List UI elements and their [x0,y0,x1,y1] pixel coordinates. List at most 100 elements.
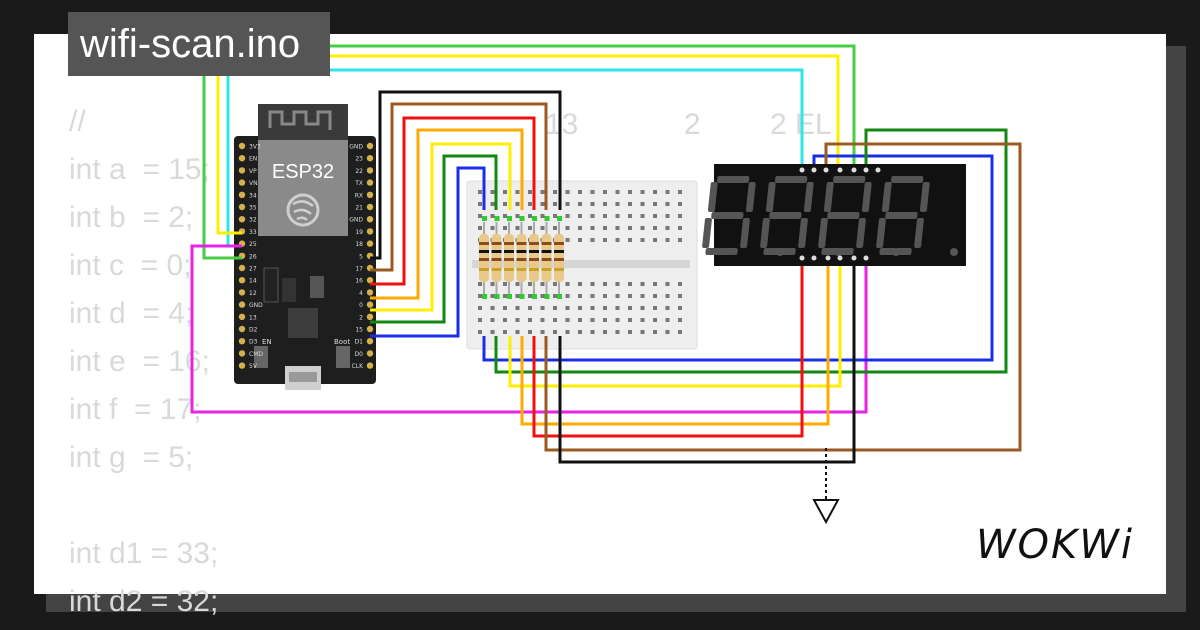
resistor[interactable] [516,234,527,282]
pin-cmd[interactable] [238,350,246,357]
resistor[interactable] [504,234,514,282]
pin-22[interactable] [366,167,374,174]
pin-rx[interactable] [366,191,374,198]
display-pin[interactable] [825,255,831,261]
pin-3v3[interactable] [238,142,246,150]
pin-vp[interactable] [238,167,246,174]
pin-d0[interactable] [366,350,374,357]
resistor[interactable] [491,234,502,282]
breadboard-hole [503,202,507,206]
pin-label: VP [249,168,257,175]
pin-label: 16 [355,278,363,285]
pin-23[interactable] [366,155,374,162]
breadboard-hole [665,330,670,334]
pin-en[interactable] [238,155,246,162]
pin-label: D3 [249,339,258,346]
pin-gnd[interactable] [366,142,374,150]
code-line: int d1 = 33; [69,537,219,570]
pin-19[interactable] [366,228,374,235]
pin-0[interactable] [366,301,374,308]
pin-16[interactable] [366,277,374,284]
pin-35[interactable] [238,203,246,211]
pin-15[interactable] [366,325,374,333]
breadboard-hole [615,190,620,194]
breadboard-hole [553,282,557,286]
seven-segment-display[interactable] [702,164,966,266]
resistor[interactable] [554,234,564,282]
display-pin[interactable] [851,255,857,261]
display-pin[interactable] [811,167,817,173]
breadboard-hole [578,190,582,194]
display-pin[interactable] [863,167,869,173]
pin-32[interactable] [238,216,246,223]
resistor-array[interactable] [479,222,564,294]
pin-34[interactable] [238,191,246,198]
display-pin[interactable] [799,167,805,173]
breadboard-hole [565,226,570,230]
pin-d3[interactable] [238,338,246,345]
breadboard-hole [628,282,632,286]
resistor[interactable] [541,234,552,282]
breadboard-hole [678,202,682,206]
display-pin[interactable] [837,255,843,261]
wokwi-logo: WOKWi [976,522,1134,568]
breadboard-hole [578,238,582,242]
pin-gnd[interactable] [238,301,246,308]
pin-header-left[interactable]: 3V3ENVPVN343532332526271412GND13D2D3CMD5… [238,142,264,370]
breadboard-hole [478,226,482,230]
pin-label: EN [249,156,257,163]
boot-button[interactable] [336,346,350,368]
pin-gnd[interactable] [366,216,374,223]
pin-27[interactable] [238,264,246,272]
breadboard-hole [490,306,495,310]
en-button[interactable] [254,346,268,368]
display-pin[interactable] [837,167,843,173]
pin-clk[interactable] [366,362,374,369]
display-pin[interactable] [799,255,805,261]
display-pin[interactable] [851,167,857,173]
pin-vn[interactable] [238,179,246,186]
pin-label: D2 [249,327,258,334]
breadboard-hole [553,202,557,206]
espressif-logo-icon [286,193,320,227]
breadboard-hole [603,294,607,298]
display-pins[interactable] [799,167,881,261]
pin-4[interactable] [366,289,374,296]
breadboard-hole [503,190,507,194]
breadboard-hole [615,330,620,334]
pin-d1[interactable] [366,338,374,345]
breadboard-hole [640,214,645,218]
breadboard-hole [590,330,595,334]
display-pin[interactable] [823,167,829,173]
resistor[interactable] [479,234,489,282]
pin-14[interactable] [238,277,246,284]
pin-label: CMD [249,351,263,358]
pin-5v[interactable] [238,362,246,369]
pin-21[interactable] [366,203,374,211]
pin-label: 2 [359,314,363,321]
wire-orange-display [520,258,830,426]
pin-18[interactable] [366,240,374,247]
breadboard-hole [540,318,545,322]
breadboard-hole [528,226,532,230]
esp32-board[interactable]: ESP32 EN Boot 3V3ENVPVN34353233252627141… [234,104,376,390]
pin-2[interactable] [366,313,374,320]
breadboard-hole [565,294,570,298]
display-pin[interactable] [811,255,817,261]
breadboard-hole [640,238,645,242]
breadboard[interactable] [466,180,698,350]
display-pin[interactable] [875,167,881,173]
breadboard-hole [540,202,545,206]
pin-13[interactable] [238,313,246,320]
breadboard-hole [515,294,520,298]
pin-d2[interactable] [238,325,246,333]
pin-tx[interactable] [366,179,374,186]
breadboard-hole [578,306,582,310]
breadboard-hole [515,282,520,286]
breadboard-hole-active [519,216,525,221]
display-pin[interactable] [863,255,869,261]
resistor[interactable] [529,234,539,282]
pin-12[interactable] [238,289,246,296]
